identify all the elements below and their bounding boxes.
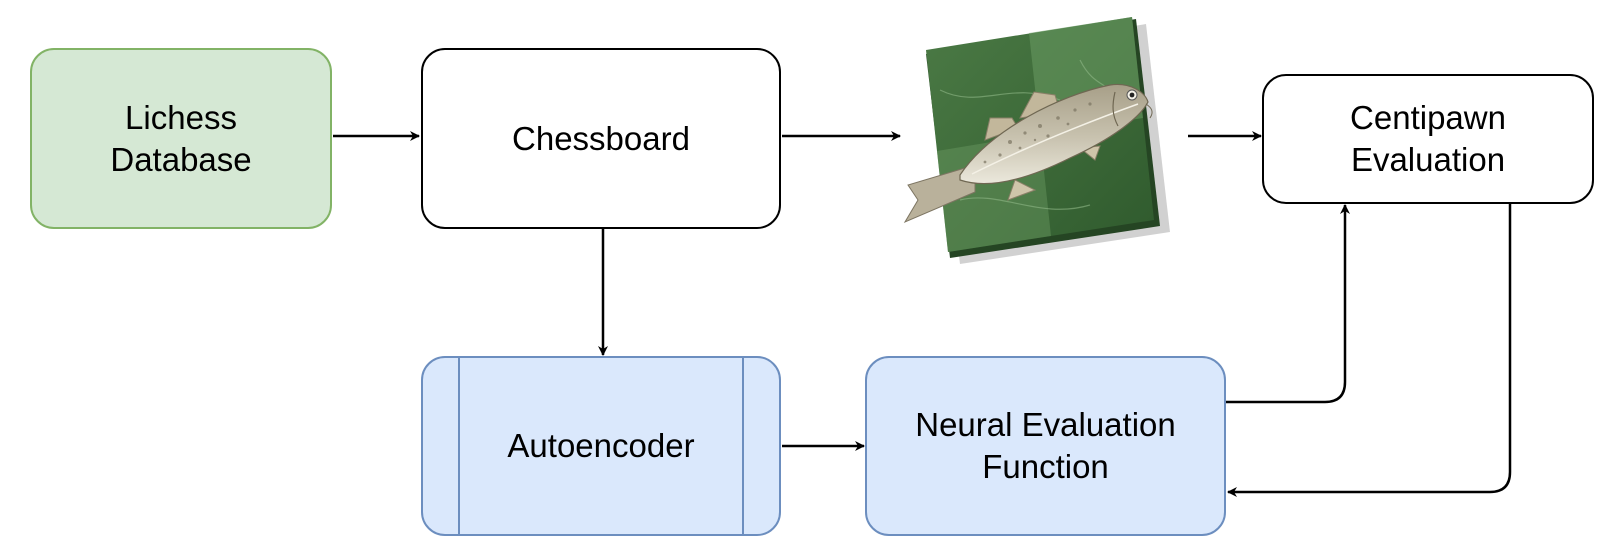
autoencoder-right-divider: [742, 358, 744, 534]
node-autoencoder-label: Autoencoder: [507, 427, 695, 464]
node-autoencoder: Autoencoder: [421, 356, 781, 536]
node-neural-evaluation-function: Neural Evaluation Function: [865, 356, 1226, 536]
autoencoder-left-divider: [458, 358, 460, 534]
fish-shape: [903, 83, 1153, 224]
node-lichess-database-label: Lichess Database: [110, 98, 252, 178]
node-lichess-database: Lichess Database: [30, 48, 332, 229]
node-chessboard: Chessboard: [421, 48, 781, 229]
node-centipawn-evaluation: Centipawn Evaluation: [1262, 74, 1594, 204]
node-neural-evaluation-function-label: Neural Evaluation Function: [915, 406, 1176, 485]
node-chessboard-label: Chessboard: [512, 119, 690, 157]
node-centipawn-evaluation-label: Centipawn Evaluation: [1350, 99, 1506, 178]
edge-centipawn-to-neural: [1227, 203, 1512, 497]
edge-neural-to-centipawn: [1225, 204, 1350, 404]
